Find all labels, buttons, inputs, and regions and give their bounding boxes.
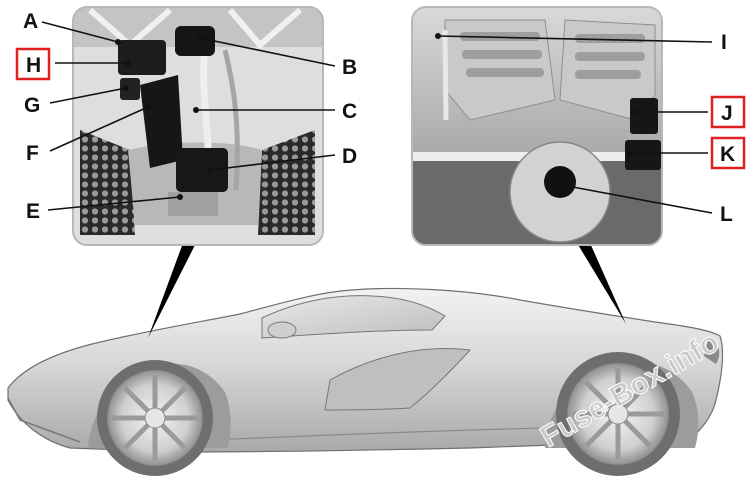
front-compartment-photo: [73, 7, 323, 245]
callout-j: J: [721, 102, 733, 125]
callout-l: L: [720, 203, 733, 226]
callout-g: G: [24, 94, 40, 117]
side-mirror: [268, 322, 296, 338]
callout-a: A: [23, 10, 38, 33]
callout-b: B: [342, 56, 357, 79]
callout-e: E: [26, 200, 40, 223]
engine-bay-photo: [412, 7, 662, 245]
front-wheel: [97, 360, 213, 476]
callout-i: I: [721, 31, 727, 54]
callout-h: H: [26, 54, 41, 77]
callout-k: K: [720, 143, 735, 166]
callout-c: C: [342, 100, 357, 123]
callout-f: F: [26, 142, 39, 165]
callout-d: D: [342, 145, 357, 168]
